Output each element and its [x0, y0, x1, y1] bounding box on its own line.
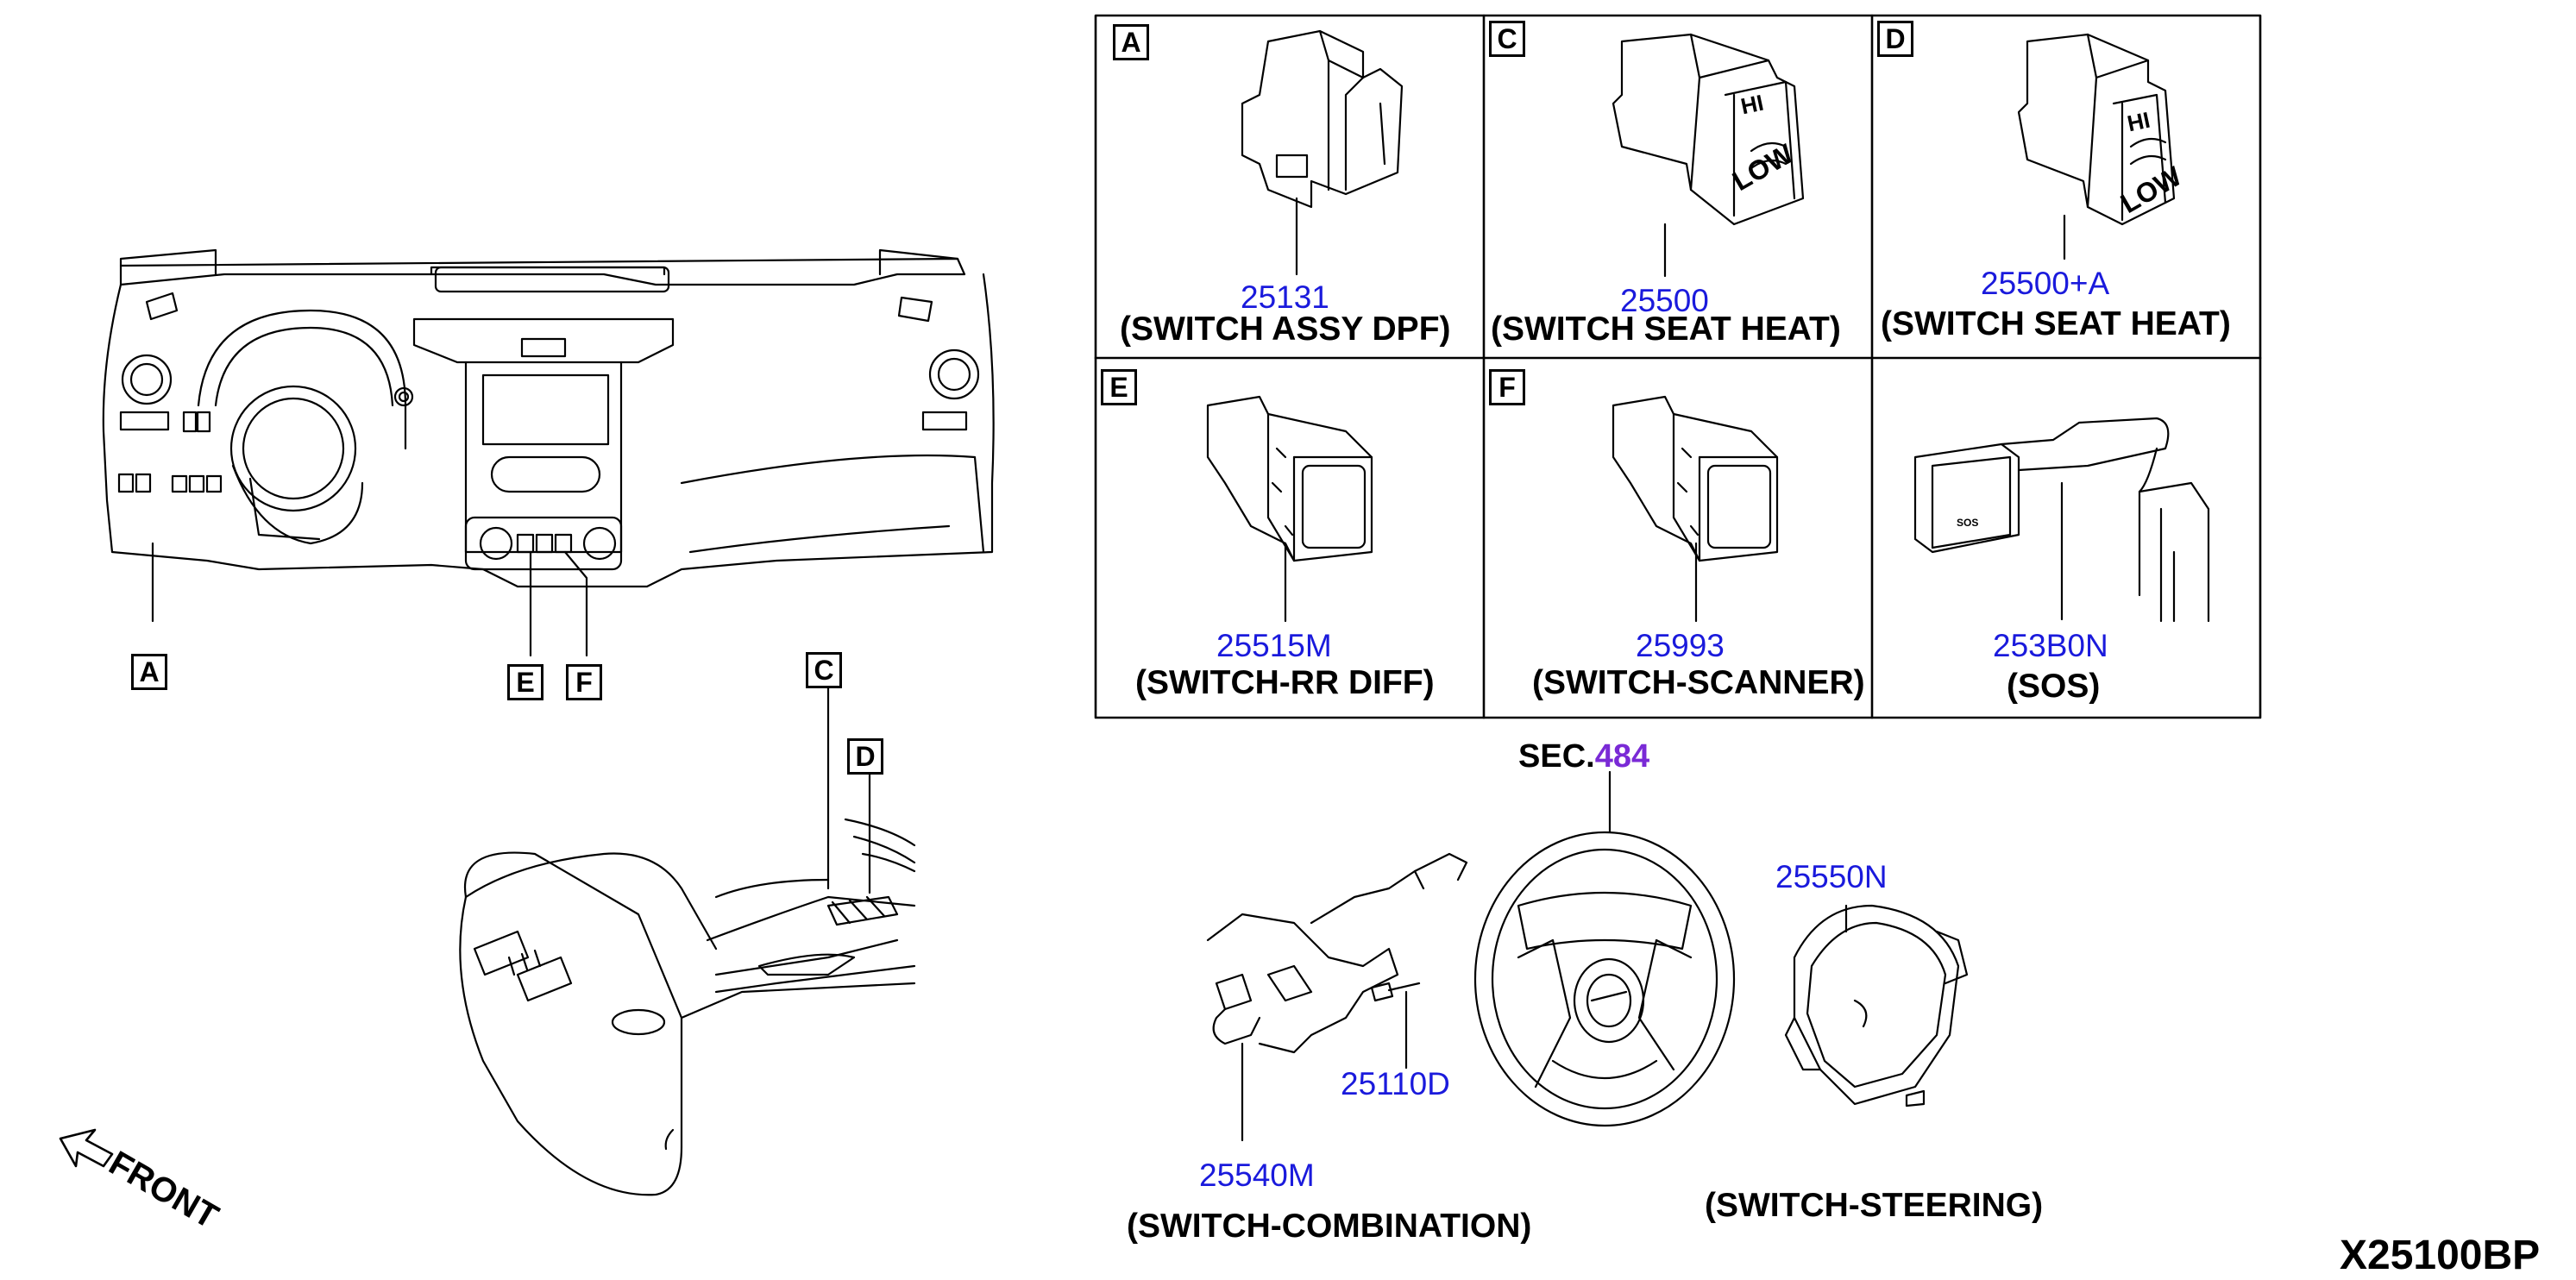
caption-switch-seat-heat-c: (SWITCH SEAT HEAT) [1491, 311, 1841, 348]
caption-switch-seat-heat-d: (SWITCH SEAT HEAT) [1881, 305, 2231, 342]
switch-seat-heat-d-icon [2017, 33, 2176, 260]
caption-switch-combination: (SWITCH-COMBINATION) [1127, 1208, 1532, 1245]
front-arrow-icon [59, 1128, 114, 1168]
part-number-25500: 25500 [1620, 283, 1709, 318]
panel-grid [1094, 14, 2262, 719]
part-number-25540m: 25540M [1199, 1158, 1315, 1193]
caption-switch-assy-dpf: (SWITCH ASSY DPF) [1120, 311, 1451, 348]
caption-switch-scanner: (SWITCH-SCANNER) [1532, 664, 1865, 701]
part-number-253b0n: 253B0N [1993, 628, 2108, 663]
seat-heat-d-hi: HI [2125, 106, 2152, 137]
switch-seat-heat-c-icon [1612, 33, 1805, 278]
callout-c: C [806, 652, 842, 688]
panel-letter-e: E [1101, 369, 1137, 405]
caption-sos: (SOS) [2007, 668, 2101, 705]
panel-letter-a: A [1113, 24, 1149, 60]
diagram-code: X25100BP [2340, 1233, 2541, 1278]
section-reference: SEC.484 [1518, 740, 1649, 773]
part-number-25131: 25131 [1241, 279, 1329, 315]
caption-switch-steering: (SWITCH-STEERING) [1705, 1187, 2044, 1224]
part-number-25110d: 25110D [1341, 1066, 1450, 1101]
callout-d: D [847, 738, 883, 775]
part-number-25550n: 25550N [1775, 859, 1888, 894]
steering-switch-illustration [1784, 904, 1969, 1107]
switch-rr-diff-icon [1206, 395, 1373, 623]
part-number-25515m: 25515M [1216, 628, 1332, 663]
section-label: SEC. [1518, 738, 1595, 775]
switch-assy-dpf-icon [1241, 29, 1404, 276]
callout-f: F [566, 664, 602, 700]
combination-switch-illustration [1206, 852, 1468, 1142]
callout-e: E [507, 664, 543, 700]
steering-wheel-illustration [1473, 770, 1736, 1127]
panel-letter-f: F [1489, 369, 1525, 405]
section-number: 484 [1594, 738, 1650, 775]
panel-letter-c: C [1489, 21, 1525, 57]
sos-switch-text: SOS [1957, 517, 1979, 529]
part-number-25993: 25993 [1636, 628, 1725, 663]
center-console-illustration [459, 680, 916, 1196]
seat-heat-c-hi: HI [1738, 89, 1766, 120]
switch-scanner-icon [1612, 395, 1779, 623]
panel-letter-d: D [1877, 21, 1913, 57]
dashboard-illustration [102, 248, 995, 657]
callout-a: A [131, 654, 167, 690]
sos-switch-icon [1913, 417, 2210, 623]
caption-switch-rr-diff: (SWITCH-RR DIFF) [1135, 664, 1435, 701]
part-number-25500-a: 25500+A [1981, 266, 2110, 301]
